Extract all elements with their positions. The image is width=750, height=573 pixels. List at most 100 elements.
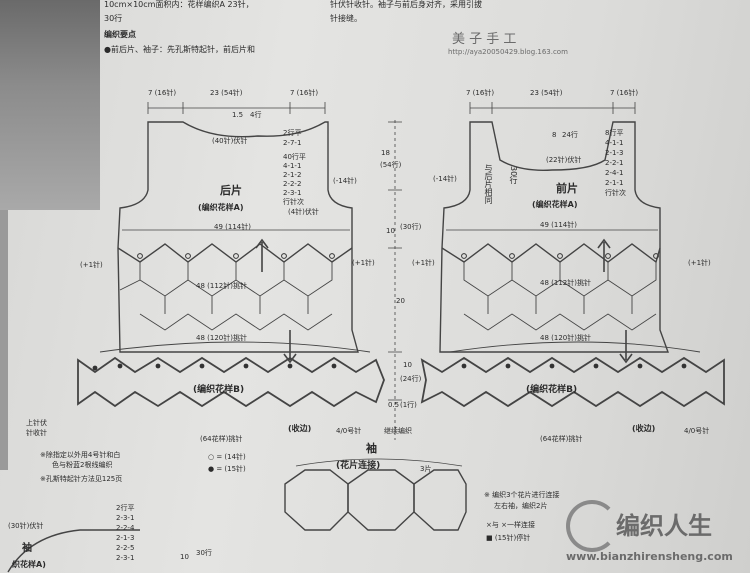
back-armhole-6: 行针次 bbox=[283, 198, 304, 206]
legend-white-circle: ○ = (14针) bbox=[208, 453, 246, 461]
back-armhole-4: 2-2-2 bbox=[283, 180, 302, 188]
front-top-dim-center: 23 (54针) bbox=[530, 89, 563, 97]
back-castoff: (4针)伏针 bbox=[288, 208, 319, 216]
dim-20: 20 bbox=[396, 297, 405, 305]
back-neck-castoff: (40针)伏针 bbox=[212, 137, 248, 145]
sleeve-hexagon-3 bbox=[413, 469, 467, 531]
front-piece-outline bbox=[439, 121, 669, 353]
front-neck-rows: 24行 bbox=[562, 131, 578, 139]
front-neck-row-4: 2-2-1 bbox=[605, 159, 624, 167]
front-same-as-back: 与后片相同 bbox=[484, 164, 493, 204]
photo-edge bbox=[0, 210, 8, 470]
right-note-1: 针伏针收针。袖子与前后身对齐，采用引拔 bbox=[330, 0, 482, 9]
gauge-line-2: 30行 bbox=[104, 14, 123, 23]
top-cast-off-2: 针收针 bbox=[26, 429, 47, 437]
sleeve-row-6: 2-3-1 bbox=[116, 554, 135, 562]
front-edge: (收边) bbox=[632, 424, 656, 433]
bottom-cast-off: (30针)伏针 bbox=[8, 522, 44, 530]
front-width: 49 (114针) bbox=[540, 221, 577, 229]
note-1: ※除指定以外用4号针和白 bbox=[40, 451, 121, 459]
knit-points-bullet: ●前后片、袖子：先孔斯特起针，前后片和 bbox=[104, 45, 255, 54]
garment-photo bbox=[0, 0, 100, 210]
back-neck-depth: 1.5 bbox=[232, 111, 244, 119]
left-dim-30-rows: 30行 bbox=[196, 549, 212, 557]
sleeve-pieces: 3片 bbox=[420, 465, 432, 473]
front-pick-2: 48 (120针)挑针 bbox=[540, 334, 591, 342]
knit-points-heading: 编织要点 bbox=[104, 30, 136, 39]
back-side-dec: (-14针) bbox=[333, 177, 357, 185]
front-zigzag-top bbox=[441, 243, 661, 264]
dim-30-rows: (30行) bbox=[400, 223, 422, 231]
dim-10: 10 bbox=[386, 227, 395, 235]
back-armhole-5: 2-3-1 bbox=[283, 189, 302, 197]
front-neck-row-6: 2-1-1 bbox=[605, 179, 624, 187]
back-needle: 4/0号针 bbox=[336, 427, 362, 435]
dim-24-rows: (24行) bbox=[400, 375, 422, 383]
front-neck-row-7: 行针次 bbox=[605, 189, 626, 197]
back-bottom-count: (64花样)挑针 bbox=[200, 435, 243, 443]
back-top-dim-right: 7 (16针) bbox=[290, 89, 319, 97]
back-zigzag-bottom bbox=[77, 356, 385, 408]
sleeve-hexagon-1 bbox=[284, 469, 349, 531]
front-top-dim-right: 7 (16针) bbox=[610, 89, 639, 97]
dim-1-row: (1行) bbox=[400, 401, 417, 409]
front-neck-row-5: 2-4-1 bbox=[605, 169, 624, 177]
back-inc-left: (+1针) bbox=[80, 261, 103, 269]
front-neck-row-3: 2-1-3 bbox=[605, 149, 624, 157]
watermark-logo-icon bbox=[566, 500, 618, 552]
back-pattern-a: (编织花样A) bbox=[198, 203, 244, 212]
back-zigzag-top bbox=[117, 243, 353, 263]
back-neck-rows: 4行 bbox=[250, 111, 262, 119]
dim-10b: 10 bbox=[403, 361, 412, 369]
back-pattern-b: (编织花样B) bbox=[193, 385, 245, 395]
front-title: 前片 bbox=[556, 182, 578, 195]
back-inc-right: (+1针) bbox=[352, 259, 375, 267]
gauge-line-1: 10cm×10cm面积内：花样编织A 23针， bbox=[104, 0, 254, 9]
front-neck-row-1: 8行平 bbox=[605, 129, 624, 137]
sleeve-row-4: 2-1-3 bbox=[116, 534, 135, 542]
sleeve-row-1: 2行平 bbox=[116, 504, 135, 512]
left-sleeve-pattern: 织花样A) bbox=[12, 560, 46, 569]
back-shoulder-1: 2行平 bbox=[283, 129, 302, 137]
left-dim-10: 10 bbox=[180, 553, 189, 561]
sleeve-note-2: 左右袖，编织2片 bbox=[494, 502, 548, 510]
back-width: 49 (114针) bbox=[214, 223, 251, 231]
watermark-brand: 美 子 手 工 bbox=[452, 32, 517, 47]
dim-05: 0.5 bbox=[388, 401, 400, 409]
back-pick-2: 48 (120针)挑针 bbox=[196, 334, 247, 342]
continue-knit: 继续编织 bbox=[384, 427, 412, 435]
front-pattern-b: (编织花样B) bbox=[526, 385, 578, 395]
sleeve-row-5: 2-2-5 bbox=[116, 544, 135, 552]
back-edge: (收边) bbox=[288, 424, 312, 433]
front-bottom-count: (64花样)挑针 bbox=[540, 435, 583, 443]
right-note-2: 针接缝。 bbox=[330, 14, 362, 23]
front-neck-castoff: (22针)伏针 bbox=[546, 156, 582, 164]
back-top-dim-center: 23 (54针) bbox=[210, 89, 243, 97]
note-2: 色与粉蓝2根线编织 bbox=[52, 461, 113, 469]
back-piece-outline bbox=[117, 121, 359, 353]
top-cast-off-1: 上针伏 bbox=[26, 419, 47, 427]
front-neck-row-2: 4-1-1 bbox=[605, 139, 624, 147]
back-title: 后片 bbox=[220, 184, 242, 197]
sleeve-note-3: ×与 ×一样连接 bbox=[486, 521, 535, 529]
front-needle: 4/0号针 bbox=[684, 427, 710, 435]
front-inc-right: (+1针) bbox=[688, 259, 711, 267]
note-3: ※孔斯特起针方法见125页 bbox=[40, 475, 123, 483]
front-pick-1: 48 (112针)挑针 bbox=[540, 279, 591, 287]
front-pattern-a: (编织花样A) bbox=[532, 200, 578, 209]
front-top-dim-left: 7 (16针) bbox=[466, 89, 495, 97]
left-sleeve-label: 袖 bbox=[22, 543, 32, 554]
front-inc-left: (+1针) bbox=[412, 259, 435, 267]
front-hexagon-mesh bbox=[463, 262, 657, 331]
front-depth-30: 30行 bbox=[509, 166, 518, 185]
watermark-bottom-brand: 编织人生 bbox=[616, 512, 712, 540]
back-armhole-3: 2-1-2 bbox=[283, 171, 302, 179]
sleeve-subtitle: (花片连接) bbox=[336, 461, 381, 471]
legend-black-circle: ● = (15针) bbox=[208, 465, 246, 473]
sleeve-row-2: 2-3-1 bbox=[116, 514, 135, 522]
front-neck-depth: 8 bbox=[552, 131, 557, 139]
front-side-dec: (-14针) bbox=[433, 175, 457, 183]
back-hexagon-mesh bbox=[119, 262, 333, 331]
